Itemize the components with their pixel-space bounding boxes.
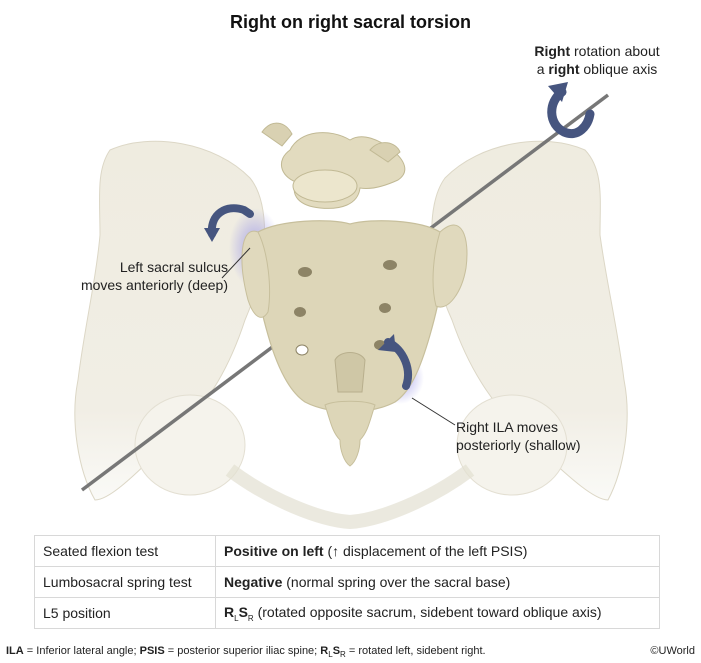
footnote-s: S bbox=[332, 645, 341, 657]
footnote-rs-def: = rotated left, sidebent right. bbox=[345, 645, 486, 657]
result-rest: (normal spring over the sacral base) bbox=[282, 574, 511, 590]
test-result: Positive on left (↑ displacement of the … bbox=[215, 535, 660, 567]
sulcus-leader-line bbox=[221, 247, 251, 279]
rotation-text-2: a bbox=[536, 61, 549, 77]
left-obturator bbox=[134, 394, 246, 496]
result-sub-l: L bbox=[234, 613, 239, 623]
sulcus-annotation: Left sacral sulcus moves anteriorly (dee… bbox=[68, 258, 228, 294]
result-bold-s: S bbox=[238, 603, 248, 620]
rotation-text-1: rotation about bbox=[570, 43, 660, 59]
result-sub-r: R bbox=[247, 613, 254, 623]
result-bold: Negative bbox=[224, 574, 283, 590]
footnote-ila-abbr: ILA bbox=[6, 645, 24, 657]
rotation-annotation: Right rotation about a right oblique axi… bbox=[512, 42, 682, 78]
table-row: L5 position RLSR (rotated opposite sacru… bbox=[34, 597, 660, 629]
rotation-bold-right: Right bbox=[534, 43, 571, 59]
page-title: Right on right sacral torsion bbox=[229, 12, 471, 32]
footnote-psis-def: = posterior superior iliac spine; bbox=[164, 645, 321, 657]
right-ila-arrow bbox=[378, 334, 412, 390]
result-rest: (rotated opposite sacrum, sidebent towar… bbox=[253, 603, 602, 620]
test-name: Seated flexion test bbox=[34, 535, 216, 567]
footnote-ila-def: = Inferior lateral angle; bbox=[23, 645, 140, 657]
sulcus-line-1: Left sacral sulcus bbox=[119, 259, 228, 275]
ila-annotation: Right ILA moves posteriorly (shallow) bbox=[456, 418, 616, 454]
axis-rotation-arrow bbox=[547, 82, 595, 138]
test-name: Lumbosacral spring test bbox=[34, 566, 216, 598]
table-row: Lumbosacral spring test Negative (normal… bbox=[34, 566, 660, 598]
result-bold-r: R bbox=[224, 603, 235, 620]
footnote-r: R bbox=[320, 645, 329, 657]
sulcus-line-2: moves anteriorly (deep) bbox=[80, 277, 228, 293]
ila-leader-line bbox=[411, 397, 456, 426]
test-result: Negative (normal spring over the sacral … bbox=[215, 566, 660, 598]
coccyx bbox=[324, 400, 376, 467]
findings-table: Seated flexion test Positive on left (↑ … bbox=[34, 535, 660, 629]
right-ilium bbox=[431, 140, 628, 501]
test-name: L5 position bbox=[34, 597, 216, 629]
rotation-bold-right-2: right bbox=[548, 61, 580, 77]
l5-vertebral-body bbox=[292, 169, 358, 203]
test-result: RLSR (rotated opposite sacrum, sidebent … bbox=[215, 597, 660, 629]
copyright: ©UWorld bbox=[650, 645, 695, 657]
result-rest: (↑ displacement of the left PSIS) bbox=[323, 543, 528, 559]
table-row: Seated flexion test Positive on left (↑ … bbox=[34, 535, 660, 567]
rotation-text-3: oblique axis bbox=[579, 61, 658, 77]
right-sacral-ala bbox=[432, 224, 468, 308]
footnote-sub-r: R bbox=[340, 650, 346, 660]
right-obturator bbox=[456, 394, 568, 496]
left-sulcus-arrow bbox=[204, 204, 254, 242]
pubic-arch bbox=[225, 464, 475, 530]
result-bold: Positive on left bbox=[224, 543, 324, 559]
abbreviation-footnote: ILA = Inferior lateral angle; PSIS = pos… bbox=[6, 645, 486, 659]
footnote-psis-abbr: PSIS bbox=[139, 645, 165, 657]
left-sacral-ala bbox=[241, 230, 270, 318]
footnote-sub-l: L bbox=[328, 650, 333, 660]
ila-line-2: posteriorly (shallow) bbox=[456, 437, 581, 453]
pelvis-illustration bbox=[74, 82, 628, 530]
ila-line-1: Right ILA moves bbox=[456, 419, 558, 435]
